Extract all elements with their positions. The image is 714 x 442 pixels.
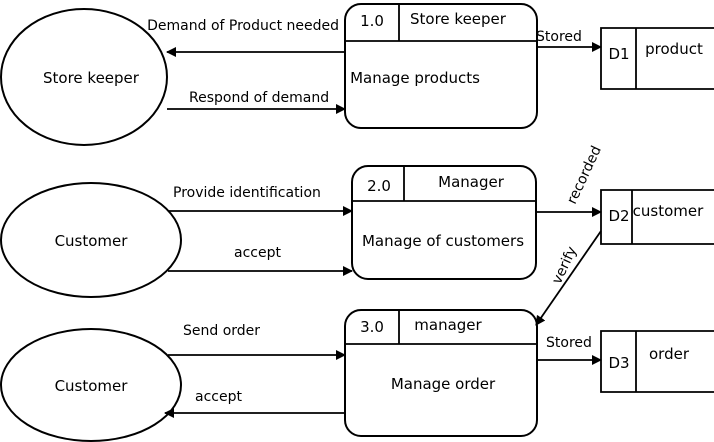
process-2-id: 2.0 [367,177,391,195]
flow-accept-2-label: accept [195,389,242,405]
flow-demand-needed-label: Demand of Product needed [147,18,339,34]
process-3-id: 3.0 [360,318,384,336]
flow-demand-needed: Demand of Product needed [147,18,345,57]
entity-customer-1: Customer [0,182,182,298]
flow-accept-1-label: accept [234,245,281,261]
process-3-name: Manage order [391,375,496,393]
store-d1-name: product [645,40,703,58]
flow-accept-2: accept [164,389,345,418]
store-d2: D2 customer [600,189,714,245]
flow-stored-3: Stored [537,335,602,365]
flow-verify-label: verify [549,244,580,287]
store-d1-id: D1 [608,45,629,63]
process-2: 2.0 Manager Manage of customers [351,165,537,280]
flow-provide-identification-label: Provide identification [173,185,321,201]
entity-customer-1-label: Customer [55,232,129,250]
store-d3-name: order [649,345,690,363]
flow-stored-1: Stored [536,29,602,52]
process-1-actor: Store keeper [410,10,507,28]
store-d2-id: D2 [608,207,629,225]
flow-stored-3-label: Stored [546,335,592,351]
store-d2-name: customer [633,202,704,220]
entity-customer-2: Customer [0,328,182,442]
store-d1: D1 product [600,27,714,90]
flow-recorded: recorded [536,144,605,217]
flow-send-order: Send order [168,323,346,360]
store-d3-id: D3 [608,354,629,372]
entity-store-keeper-label: Store keeper [43,69,140,87]
entity-customer-2-label: Customer [55,377,129,395]
process-2-name: Manage of customers [362,232,524,250]
process-2-actor: Manager [438,173,505,191]
flow-respond-demand: Respond of demand [167,90,346,114]
flow-accept-1: accept [168,245,353,276]
flow-stored-1-label: Stored [536,29,582,45]
flow-respond-demand-label: Respond of demand [189,90,329,106]
entity-store-keeper: Store keeper [0,8,168,146]
flow-provide-identification: Provide identification [168,185,353,216]
process-3-actor: manager [414,316,482,334]
process-1-name: Manage products [350,69,480,87]
flow-verify: verify [535,230,602,326]
flow-send-order-label: Send order [183,323,260,339]
flow-recorded-label: recorded [564,144,605,207]
process-1: 1.0 Store keeper Manage products [344,3,538,129]
process-3: 3.0 manager Manage order [344,309,538,437]
store-d3: D3 order [600,330,714,393]
process-1-id: 1.0 [360,12,384,30]
